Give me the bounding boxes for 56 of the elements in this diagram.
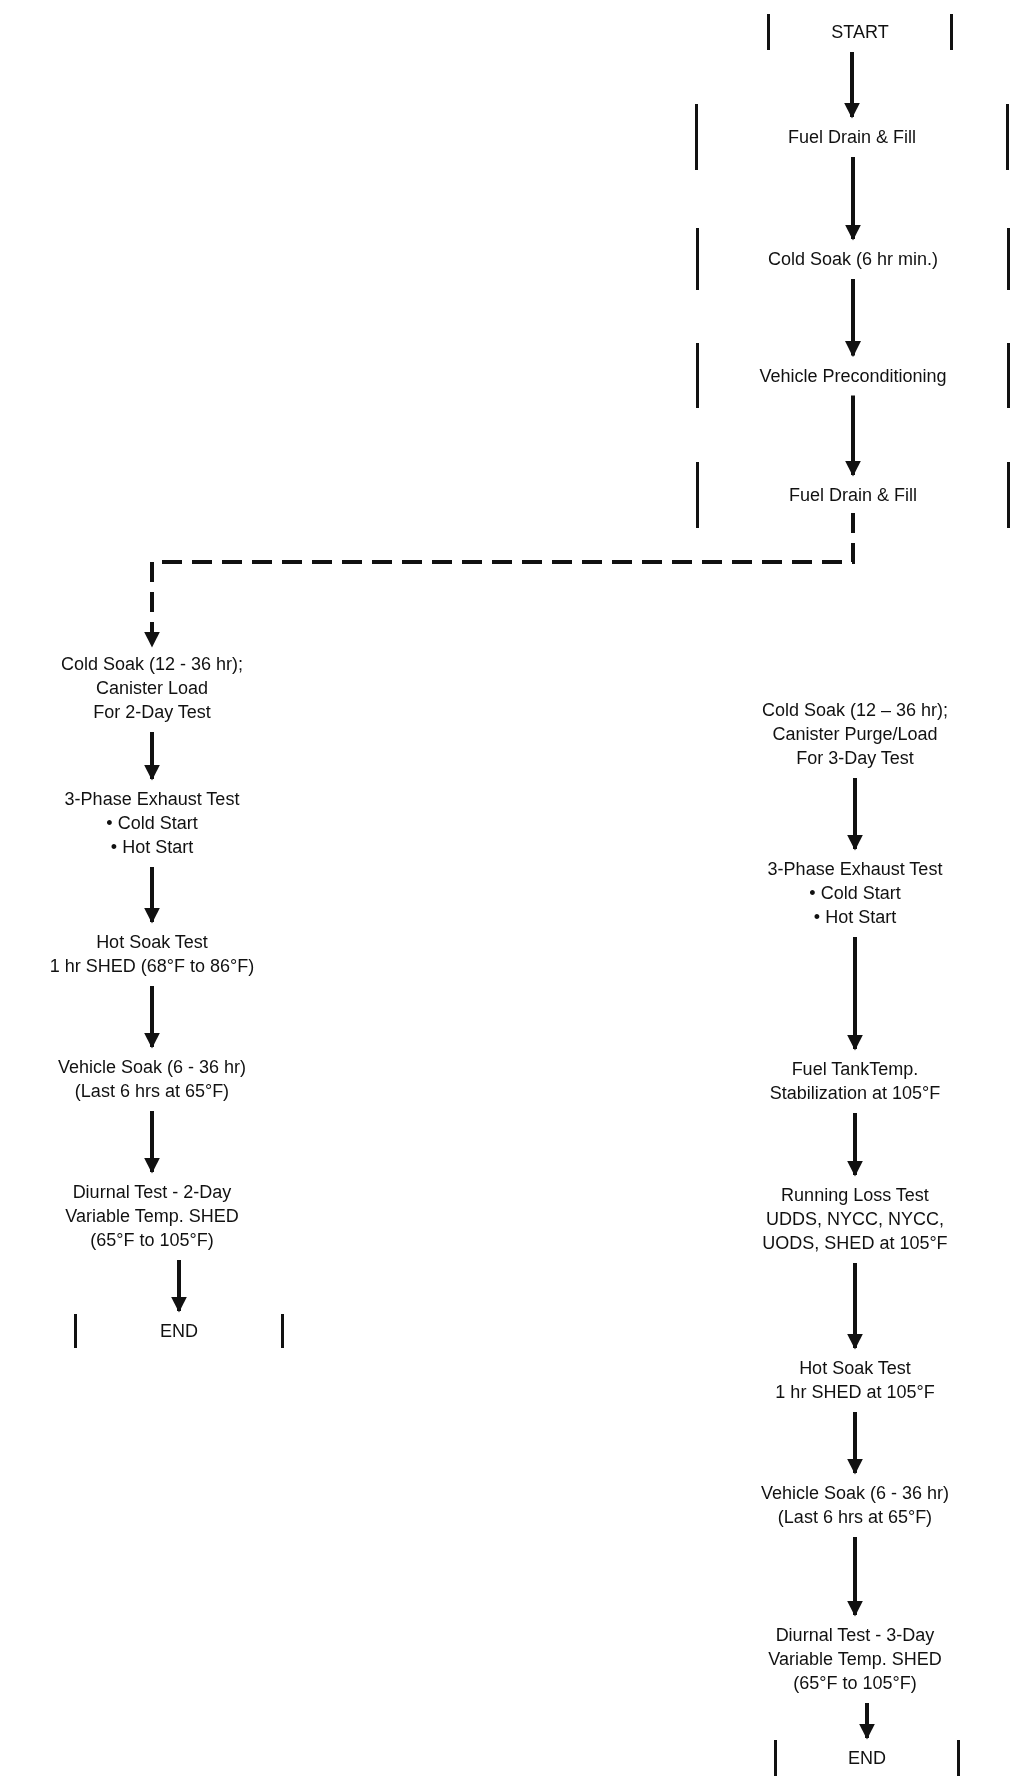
step-text: Cold Soak (12 – 36 hr); bbox=[761, 699, 949, 722]
step-text: Fuel Drain & Fill bbox=[788, 126, 916, 149]
process-box bbox=[696, 228, 1010, 290]
step-text: • Cold Start bbox=[106, 812, 198, 835]
step-text: Cold Soak (6 hr min.) bbox=[767, 248, 939, 271]
process-box bbox=[74, 1314, 284, 1348]
step-text: Vehicle Preconditioning bbox=[759, 364, 947, 388]
arrow bbox=[847, 937, 863, 1051]
arrow bbox=[847, 1113, 863, 1177]
arrow bbox=[845, 279, 861, 358]
process-box bbox=[767, 14, 953, 50]
arrow bbox=[144, 1111, 160, 1174]
step-text: Cold Soak (12 - 36 hr); bbox=[60, 653, 244, 676]
process-box bbox=[696, 343, 1010, 408]
step-text: • Hot Start bbox=[110, 836, 194, 859]
step-text: • Hot Start bbox=[813, 906, 897, 929]
arrow bbox=[144, 732, 160, 781]
step-text: 3-Phase Exhaust Test bbox=[64, 788, 240, 811]
step-text: (Last 6 hrs at 65°F) bbox=[74, 1080, 230, 1103]
step-text: Fuel TankTemp. Stabilization at 105°F bbox=[768, 1058, 942, 1105]
step-text: UDDS, NYCC, NYCC, UODS, SHED at 105°F bbox=[761, 1208, 949, 1255]
step-text: 1 hr SHED at 105°F bbox=[775, 1381, 935, 1404]
arrow bbox=[859, 1703, 875, 1740]
step-text: Canister Purge/Load For 3-Day Test bbox=[771, 723, 939, 770]
step-text: Vehicle Soak (6 - 36 hr) bbox=[760, 1482, 950, 1505]
step-text: 3-Phase Exhaust Test bbox=[767, 858, 943, 881]
step-text: Variable Temp. SHED (65°F to 105°F) bbox=[64, 1205, 240, 1252]
step-text: Running Loss Test bbox=[781, 1184, 929, 1207]
process-box bbox=[774, 1740, 960, 1776]
step-text: Diurnal Test - 2-Day bbox=[72, 1181, 232, 1204]
arrow bbox=[847, 1537, 863, 1617]
step-text: Fuel Drain & Fill bbox=[789, 484, 917, 507]
step-text: END bbox=[160, 1320, 198, 1343]
arrow bbox=[171, 1260, 187, 1313]
process-box bbox=[696, 462, 1010, 528]
arrow bbox=[144, 867, 160, 924]
step-text: END bbox=[848, 1747, 886, 1770]
step-text: Variable Temp. SHED (65°F to 105°F) bbox=[767, 1648, 943, 1695]
step-text: START bbox=[831, 21, 889, 44]
arrow bbox=[847, 778, 863, 851]
step-text: (Last 6 hrs at 65°F) bbox=[777, 1506, 933, 1529]
arrow bbox=[847, 1263, 863, 1350]
arrow bbox=[845, 395, 861, 477]
step-text: Hot Soak Test bbox=[96, 931, 208, 954]
arrow bbox=[845, 157, 861, 241]
step-text: • Cold Start bbox=[809, 882, 901, 905]
arrow bbox=[847, 1412, 863, 1475]
arrow bbox=[144, 986, 160, 1049]
arrow bbox=[144, 513, 855, 648]
step-text: Vehicle Soak (6 - 36 hr) bbox=[57, 1056, 247, 1079]
step-text: Diurnal Test - 3-Day bbox=[775, 1624, 935, 1647]
step-text: Canister Load For 2-Day Test bbox=[92, 677, 212, 724]
process-box bbox=[695, 104, 1009, 170]
step-text: Hot Soak Test bbox=[799, 1357, 911, 1380]
arrow bbox=[844, 52, 860, 119]
step-text: 1 hr SHED (68°F to 86°F) bbox=[49, 955, 255, 978]
